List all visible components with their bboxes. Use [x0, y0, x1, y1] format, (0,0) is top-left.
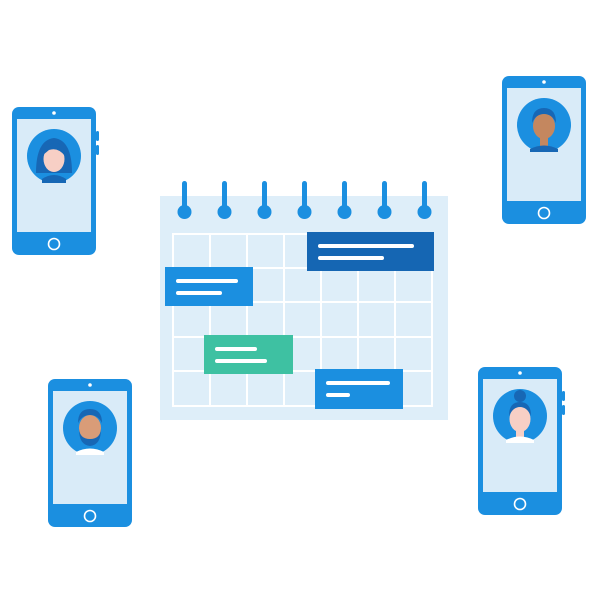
- phone-camera-icon: [542, 80, 546, 84]
- home-button-icon: [83, 509, 97, 523]
- calendar-rings: [177, 181, 432, 219]
- phone-camera-icon: [88, 383, 92, 387]
- phone-side-button: [562, 405, 565, 415]
- avatar-woman-bun-icon: [493, 389, 547, 443]
- ring-icon: [337, 181, 352, 219]
- ring-icon: [377, 181, 392, 219]
- phone-side-button: [96, 131, 99, 141]
- avatar-bearded-man-icon: [63, 401, 117, 455]
- phone-side-button: [96, 145, 99, 155]
- home-button-icon: [537, 206, 551, 220]
- event-middle[interactable]: [204, 335, 293, 374]
- event-top-right[interactable]: [307, 232, 434, 271]
- ring-icon: [297, 181, 312, 219]
- ring-icon: [217, 181, 232, 219]
- phone-camera-icon: [518, 371, 522, 375]
- ring-icon: [257, 181, 272, 219]
- phone-bottom-right: [478, 367, 566, 517]
- home-button-icon: [513, 497, 527, 511]
- phone-bottom-left: [48, 379, 136, 529]
- event-left[interactable]: [165, 267, 253, 306]
- avatar-woman-icon: [27, 129, 81, 183]
- event-bottom-right[interactable]: [315, 369, 403, 409]
- phone-camera-icon: [52, 111, 56, 115]
- calendar-board: [160, 196, 448, 420]
- home-button-icon: [47, 237, 61, 251]
- ring-icon: [177, 181, 192, 219]
- ring-icon: [417, 181, 432, 219]
- phone-side-button: [562, 391, 565, 401]
- phone-top-left: [12, 107, 100, 257]
- avatar-man-icon: [517, 98, 571, 152]
- phone-top-right: [502, 76, 590, 226]
